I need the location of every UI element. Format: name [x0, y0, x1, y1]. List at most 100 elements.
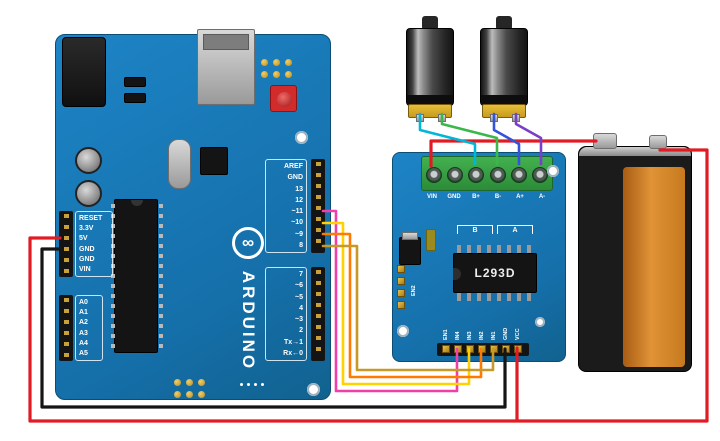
pin-label-13: 13 — [295, 185, 303, 193]
side-header-pin — [397, 301, 405, 309]
side-header-pin — [397, 289, 405, 297]
l293d-chip-label: L293D — [474, 266, 516, 280]
usb-controller-chip — [200, 147, 228, 175]
arduino-brand: ARDUINO — [224, 263, 272, 379]
gold-pad — [285, 59, 292, 66]
bottom-pin-label-in3: IN3 — [467, 331, 473, 340]
battery-9v — [578, 133, 692, 372]
pin-label-a1: A1 — [79, 308, 88, 316]
pin-label-reset: RESET — [79, 214, 103, 222]
pin-label-3v3: 3.3V — [79, 224, 94, 232]
digital-labels-top: AREF GND 13 12 ~11 ~10 ~9 8 — [265, 159, 307, 253]
pin-label-a4: A4 — [79, 339, 88, 347]
bottom-pin-label-vcc: VCC — [515, 328, 521, 340]
pin-label-9: ~9 — [295, 230, 303, 238]
atmega328-chip — [111, 199, 163, 353]
pin-label-5: ~5 — [295, 293, 303, 301]
bottom-pin-en1 — [442, 345, 450, 353]
bottom-pin-label-in2: IN2 — [479, 331, 485, 340]
chip-pins-top — [457, 245, 533, 253]
solder-pads — [174, 379, 205, 398]
usb-slot — [203, 34, 249, 50]
motor-band — [481, 95, 527, 105]
l293d-chip: L293D — [453, 253, 537, 293]
terminal-label-b-minus: B- — [494, 194, 502, 200]
gold-pad — [273, 59, 280, 66]
mounting-hole — [295, 131, 308, 144]
crystal-oscillator — [168, 139, 191, 189]
dot — [247, 383, 250, 386]
motor-left-shaft — [422, 16, 438, 30]
bottom-pin-gnd — [502, 345, 510, 353]
group-label-a: A — [497, 225, 533, 234]
terminal-label-gnd: GND — [447, 194, 461, 200]
motor-left-terminal-b — [438, 114, 446, 122]
terminal-screw-b-minus — [489, 167, 506, 183]
pin-label-a0: A0 — [79, 298, 88, 306]
pin-label-11: ~11 — [291, 208, 304, 216]
arduino-board: AREF GND 13 12 ~11 ~10 ~9 8 7 ~6 ~5 4 ~3… — [55, 29, 331, 400]
pin-label-4: 4 — [299, 304, 303, 312]
icsp-pads — [261, 59, 292, 78]
bottom-pin-label-in4: IN4 — [455, 331, 461, 340]
gold-pad — [198, 391, 205, 398]
mounting-hole — [397, 325, 409, 337]
usb-port — [197, 29, 255, 105]
motor-right — [480, 28, 528, 106]
dot — [261, 383, 264, 386]
capacitor — [75, 180, 102, 207]
motor-right-terminal-b — [512, 114, 520, 122]
infinity-symbol: ∞ — [241, 233, 255, 252]
gold-pad — [174, 391, 181, 398]
terminal-label-b-plus: B+ — [472, 194, 480, 200]
terminal-label-a-minus: A- — [538, 194, 546, 200]
analog-labels: A0 A1 A2 A3 A4 A5 — [75, 295, 103, 361]
gold-pad — [186, 379, 193, 386]
gold-pad — [261, 71, 268, 78]
motor-driver-board: VIN GND B+ B- A+ A- B A L293D EN2 — [392, 152, 566, 362]
mounting-hole — [547, 165, 559, 177]
side-pin-label-en2: EN2 — [411, 285, 417, 296]
terminal-screw-a-plus — [510, 167, 527, 183]
terminal-label-a-plus: A+ — [516, 194, 524, 200]
reset-button-cap — [277, 92, 292, 107]
gold-pad — [261, 59, 268, 66]
pin-label-gnd2: GND — [79, 255, 95, 263]
power-jack — [62, 37, 106, 107]
bottom-pin-label-in1: IN1 — [491, 331, 497, 340]
pin-label-tx1: Tx→1 — [283, 338, 303, 346]
pin-label-2: 2 — [299, 327, 303, 335]
reset-button — [270, 85, 297, 112]
smd-component — [124, 93, 146, 103]
chip-notch — [453, 268, 461, 280]
gold-pad — [174, 379, 181, 386]
pin-label-10: ~10 — [291, 219, 303, 227]
bottom-pin-in4 — [454, 345, 462, 353]
terminal-screw-a-minus — [531, 167, 548, 183]
gold-pad — [273, 71, 280, 78]
terminal-block — [421, 156, 553, 191]
smd-capacitor — [426, 229, 436, 251]
pin-label-vin: VIN — [79, 266, 91, 274]
bottom-pin-in3 — [466, 345, 474, 353]
power-labels: RESET 3.3V 5V GND GND VIN — [75, 211, 113, 277]
bottom-pin-vcc — [514, 345, 522, 353]
chip-notch — [131, 200, 143, 206]
group-label-b: B — [457, 225, 493, 234]
digital-header-top — [311, 159, 325, 253]
motor-right-terminal-a — [490, 114, 498, 122]
pin-label-6: ~6 — [295, 282, 303, 290]
mounting-hole — [307, 383, 320, 396]
gold-pad — [186, 391, 193, 398]
motor-right-shaft — [496, 16, 512, 30]
battery-terminal-positive — [649, 135, 667, 149]
voltage-regulator — [399, 232, 421, 265]
gold-pad — [285, 71, 292, 78]
gold-pad — [198, 379, 205, 386]
arduino-infinity-logo: ∞ — [232, 227, 264, 259]
analog-header — [59, 295, 73, 361]
battery-terminal-negative — [593, 133, 617, 149]
chip-pins-bottom — [457, 293, 533, 301]
pin-label-a3: A3 — [79, 329, 88, 337]
